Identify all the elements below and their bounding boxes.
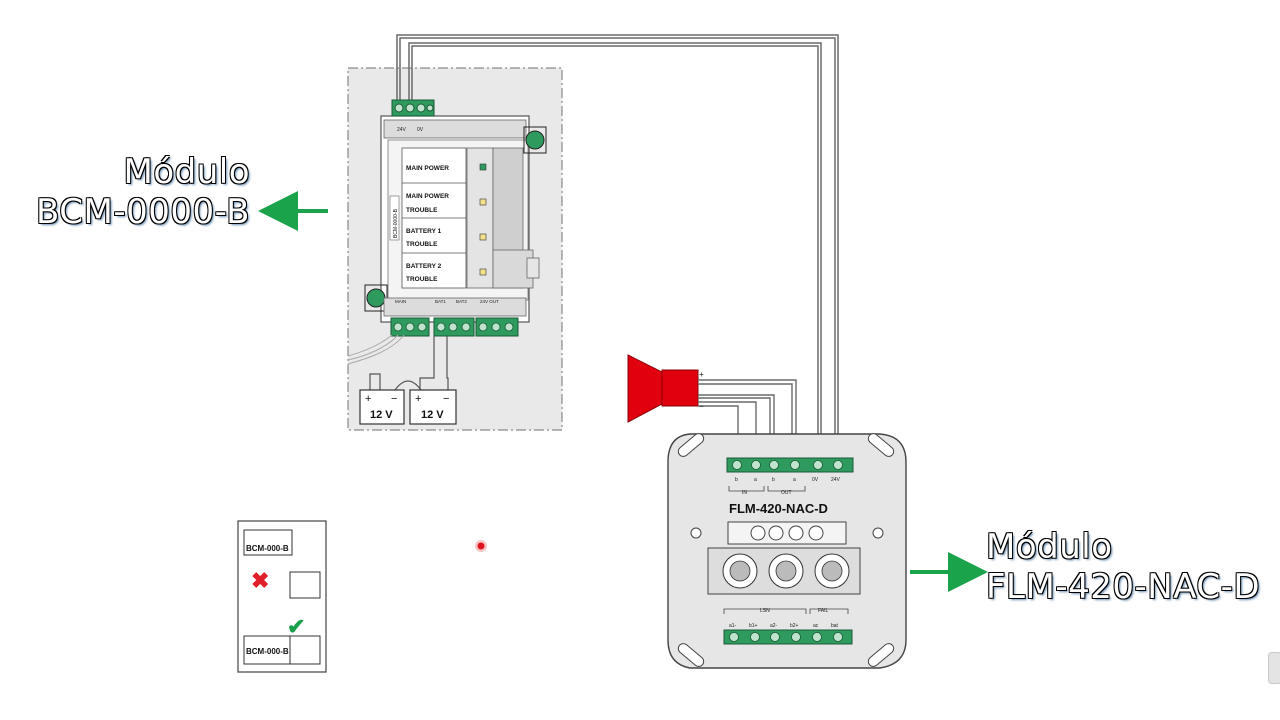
- flm-terminal-ac: ac: [813, 623, 819, 629]
- bcm-led-row2-label: MAIN POWER: [406, 193, 449, 200]
- inset-module-label-top: BCM-000-B: [246, 544, 289, 553]
- flm-terminal-a-out: a: [793, 477, 796, 483]
- bcm-top-terminals: [391, 99, 435, 117]
- battery-1-voltage: 12 V: [370, 409, 393, 421]
- flm-terminal-b-out: b: [772, 477, 775, 483]
- callout-flm-line2: FLM-420-NAC-D: [986, 567, 1261, 607]
- flm-terminal-24v: 24V: [831, 477, 841, 483]
- flm-module: [667, 433, 907, 669]
- flm-terminal-a-in: a: [754, 477, 757, 483]
- flm-terminal-b2: b2+: [790, 623, 799, 629]
- bcm-led-row1-label: MAIN POWER: [406, 165, 449, 172]
- bcm-top-terminal-24v: 24V: [397, 127, 407, 133]
- callout-flm-line1: Módulo: [986, 527, 1113, 567]
- flm-title: FLM-420-NAC-D: [729, 501, 828, 516]
- flm-terminal-a2: a2-: [770, 623, 778, 629]
- inset-wiring-note: [237, 520, 327, 673]
- bcm-side-label: BCM-0000-B: [393, 208, 399, 238]
- inset-right-mark: ✔: [287, 614, 305, 639]
- battery-1: [359, 389, 405, 425]
- horn-icon: [627, 354, 699, 423]
- bcm-module: [364, 115, 547, 323]
- bcm-bottom-terminals: [390, 317, 519, 337]
- inset-module-label-bottom: BCM-000-B: [246, 647, 289, 656]
- bcm-led-row3-sub: TROUBLE: [406, 241, 438, 248]
- battery-2-minus: −: [443, 393, 449, 405]
- bcm-top-terminal-0v: 0V: [417, 127, 424, 133]
- bcm-led-row4-label: BATTERY 2: [406, 263, 442, 270]
- battery-1-plus: +: [365, 393, 371, 405]
- loose-wires: [347, 334, 405, 365]
- callout-flm: Módulo FLM-420-NAC-D: [986, 527, 1260, 607]
- battery-2-voltage: 12 V: [421, 409, 444, 421]
- callout-bcm-line1: Módulo: [123, 152, 250, 192]
- flm-terminal-a1: a1-: [729, 623, 737, 629]
- horn-minus: −: [699, 402, 704, 411]
- horn-plus: +: [699, 370, 704, 379]
- battery-wires: [369, 336, 449, 391]
- bcm-group-24vout: 24V OUT: [480, 299, 499, 304]
- battery-1-minus: −: [391, 393, 397, 405]
- bcm-led-row4-sub: TROUBLE: [406, 276, 438, 283]
- callout-bcm-line2: BCM-0000-B: [36, 192, 250, 232]
- battery-2-plus: +: [415, 393, 421, 405]
- bcm-group-main: MAIN: [395, 299, 406, 304]
- bcm-group-bat1: BAT1: [435, 299, 446, 304]
- flm-terminal-b-in: b: [735, 477, 738, 483]
- bcm-group-bat2: BAT2: [456, 299, 467, 304]
- cursor-dot: [475, 540, 487, 552]
- callout-bcm: Módulo BCM-0000-B: [24, 152, 250, 232]
- flm-in-label: IN: [742, 490, 747, 496]
- supply-wires: [396, 34, 839, 462]
- flm-fail-label: FAIL: [818, 608, 829, 614]
- flm-terminal-bat: bat: [831, 623, 839, 629]
- flm-lsn-label: LSN: [760, 608, 770, 614]
- scrollbar-thumb[interactable]: [1268, 652, 1280, 684]
- bcm-led-row3-label: BATTERY 1: [406, 228, 442, 235]
- flm-terminal-b1: b1+: [749, 623, 758, 629]
- bcm-led-row2-sub: TROUBLE: [406, 207, 438, 214]
- flm-terminal-0v: 0V: [812, 477, 819, 483]
- flm-out-label: OUT: [781, 490, 792, 496]
- inset-wrong-mark: ✖: [251, 568, 269, 593]
- battery-2: [409, 389, 457, 425]
